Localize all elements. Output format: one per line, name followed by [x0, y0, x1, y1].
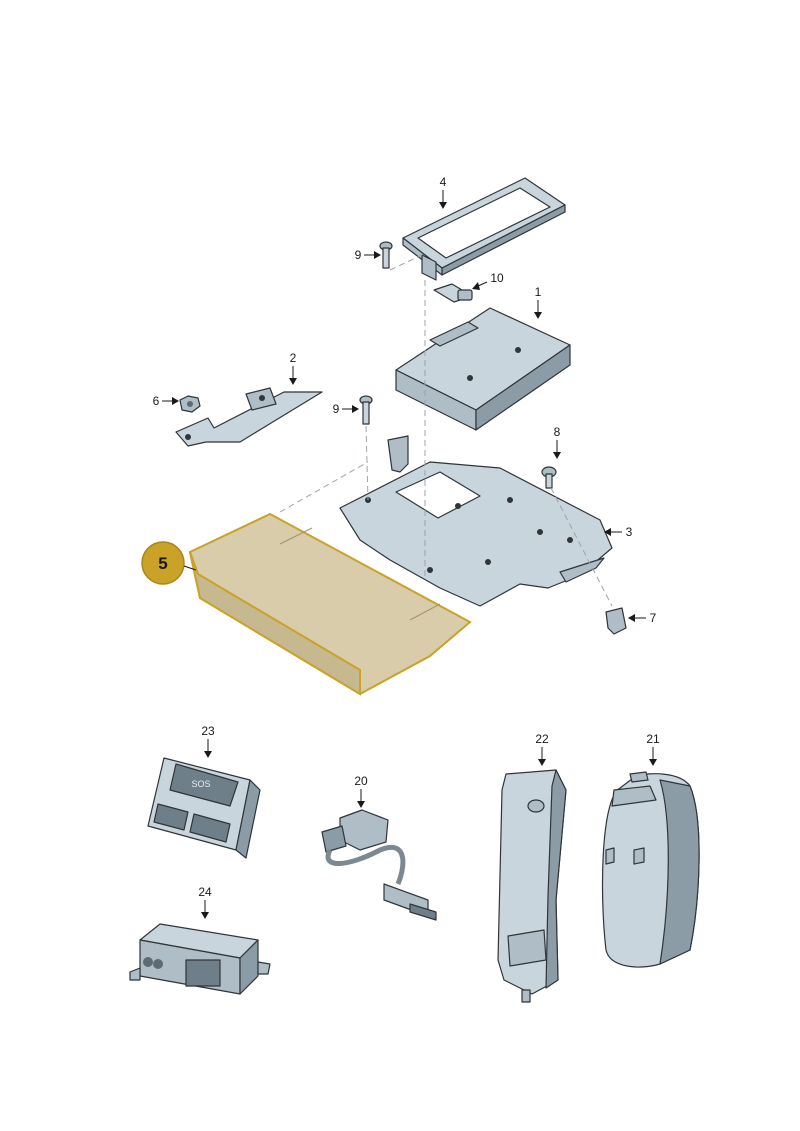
part-22-phone-holder[interactable] — [497, 769, 567, 1003]
callout-9-lower-label: 9 — [333, 402, 340, 416]
callout-8: 8 — [553, 425, 561, 459]
dash-line-9-to-4 — [389, 254, 423, 271]
callout-21-label: 21 — [646, 732, 660, 746]
callout-9-lower: 9 — [333, 402, 359, 416]
part-23-sos-module[interactable]: SOS — [147, 757, 261, 859]
callout-23-label: 23 — [201, 724, 215, 738]
callout-24: 24 — [198, 885, 212, 919]
callout-10: 10 — [472, 271, 504, 290]
part-20-wiring-adapter[interactable] — [321, 809, 437, 921]
callout-1-label: 1 — [535, 285, 542, 299]
callout-23: 23 — [201, 724, 215, 758]
callout-7: 7 — [628, 611, 657, 625]
part-9-screw-lower[interactable] — [359, 395, 373, 425]
dash-line-9-to-3 — [365, 425, 369, 501]
callout-1: 1 — [534, 285, 542, 319]
callout-9-upper-label: 9 — [355, 248, 362, 262]
callout-22: 22 — [535, 732, 549, 766]
callout-20: 20 — [354, 774, 368, 808]
callout-5-label: 5 — [158, 554, 167, 573]
part-5-cover[interactable] — [188, 512, 472, 696]
callout-10-label: 10 — [490, 271, 504, 285]
callout-6-label: 6 — [153, 394, 160, 408]
callout-24-label: 24 — [198, 885, 212, 899]
callout-2-label: 2 — [290, 351, 297, 365]
part-10-connector[interactable] — [433, 283, 473, 303]
callout-2: 2 — [289, 351, 297, 385]
callout-4: 4 — [439, 175, 447, 209]
callout-3-label: 3 — [626, 525, 633, 539]
part-8-screw[interactable] — [541, 466, 557, 489]
callout-8-label: 8 — [554, 425, 561, 439]
dash-line-5-to-3 — [279, 461, 369, 513]
part-2-bracket[interactable] — [175, 387, 323, 447]
part-7-clip[interactable] — [605, 607, 627, 635]
part-1-control-unit[interactable] — [395, 307, 571, 431]
callout-6: 6 — [153, 394, 179, 408]
part-9-screw-upper[interactable] — [379, 241, 393, 269]
part-4-frame[interactable] — [402, 177, 566, 281]
callout-3: 3 — [604, 525, 633, 539]
part-6-nut[interactable] — [179, 395, 201, 413]
callout-7-label: 7 — [650, 611, 657, 625]
callout-4-label: 4 — [440, 175, 447, 189]
callout-5-badge: 5 — [141, 541, 197, 585]
sos-text: SOS — [191, 779, 210, 789]
callout-22-label: 22 — [535, 732, 549, 746]
dash-line-8-to-7 — [550, 487, 613, 607]
callout-21: 21 — [646, 732, 660, 766]
part-21-cradle[interactable] — [601, 771, 700, 968]
part-24-module[interactable] — [129, 923, 271, 995]
part-3-mounting-plate[interactable] — [339, 435, 613, 607]
callout-20-label: 20 — [354, 774, 368, 788]
callout-9-upper: 9 — [355, 248, 381, 262]
